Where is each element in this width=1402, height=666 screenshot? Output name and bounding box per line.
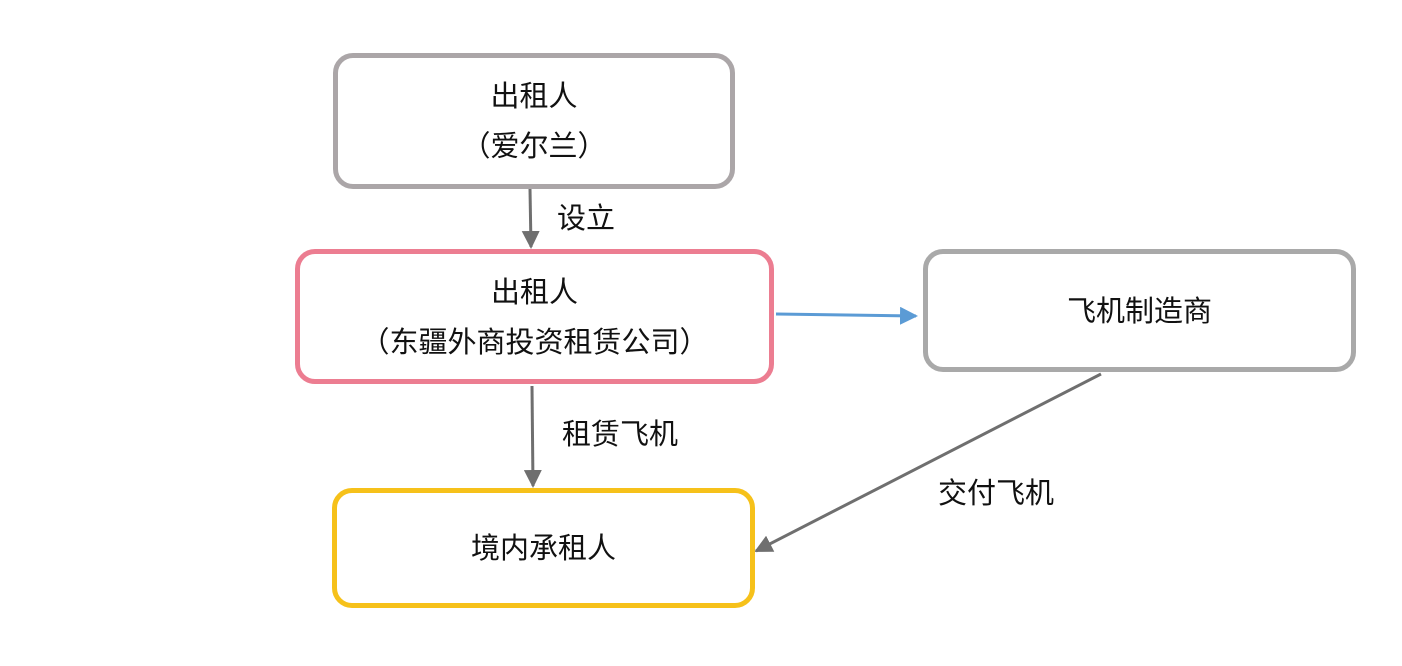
arrow-lease-aircraft xyxy=(523,385,542,488)
node-lessor-ireland-subtitle: （爱尔兰） xyxy=(461,129,607,163)
arrow-to-manufacturer xyxy=(775,306,918,325)
node-lessor-dongjiang: 出租人 （东疆外商投资租赁公司） xyxy=(295,249,774,384)
node-manufacturer: 飞机制造商 xyxy=(923,249,1356,372)
node-lessor-dongjiang-subtitle: （东疆外商投资租赁公司） xyxy=(360,324,709,359)
node-lessor-dongjiang-title: 出租人 xyxy=(490,274,578,309)
node-lessor-ireland: 出租人 （爱尔兰） xyxy=(333,53,735,189)
node-manufacturer-label: 飞机制造商 xyxy=(1066,293,1212,328)
edge-label-deliver-aircraft: 交付飞机 xyxy=(938,476,1055,510)
edge-label-lease-aircraft: 租赁飞机 xyxy=(562,417,679,451)
node-lessor-ireland-title: 出租人 xyxy=(490,79,578,113)
node-domestic-lessee: 境内承租人 xyxy=(332,488,755,608)
edge-label-establish: 设立 xyxy=(557,201,616,235)
arrow-deliver-aircraft xyxy=(754,372,1102,553)
node-domestic-lessee-label: 境内承租人 xyxy=(470,531,616,565)
arrow-establish xyxy=(521,188,540,249)
